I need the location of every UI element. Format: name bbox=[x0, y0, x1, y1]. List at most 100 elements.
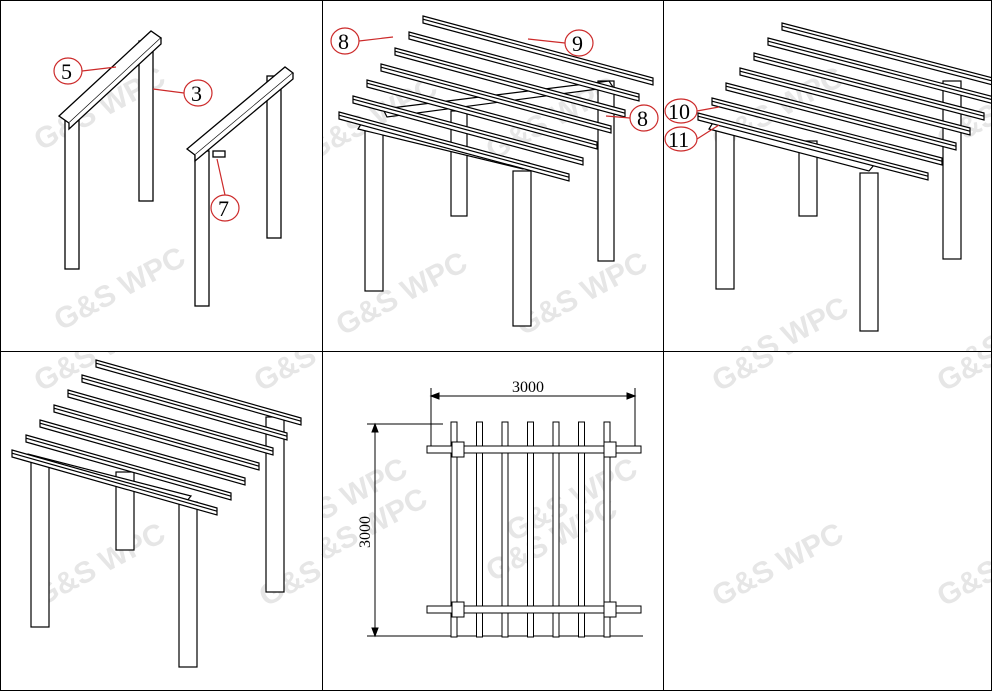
step-3-drawing: G&S WPC G&S WPC G&S WPC G&S WPC 10 11 bbox=[664, 22, 992, 352]
rafter-edge bbox=[394, 50, 626, 114]
post bbox=[266, 75, 282, 239]
plan-rafters bbox=[450, 421, 611, 638]
step-4-drawing: G&S WPC G&S WPC G&S WPC G&S WPC bbox=[11, 352, 323, 668]
rafter-edge bbox=[711, 100, 943, 162]
rafter-edge bbox=[11, 452, 218, 512]
plan-post bbox=[451, 601, 465, 618]
plan-post bbox=[603, 601, 617, 618]
arrowhead bbox=[429, 392, 440, 400]
post bbox=[798, 140, 818, 217]
rafters bbox=[11, 359, 302, 516]
post bbox=[194, 150, 210, 307]
panel-plan-view: G&S WPC G&S WPC G&S WPC G&S WPC bbox=[322, 351, 664, 691]
post bbox=[512, 170, 532, 327]
plan-rafter bbox=[476, 421, 483, 638]
plan-post bbox=[603, 441, 617, 458]
rafter-edge bbox=[781, 25, 991, 82]
post bbox=[364, 130, 384, 292]
rafter-edge bbox=[739, 70, 971, 132]
width-dimension-label: 3000 bbox=[512, 379, 544, 396]
leader-line bbox=[216, 158, 226, 196]
post bbox=[859, 172, 879, 332]
rafter-edge bbox=[408, 34, 640, 98]
rafter-edge bbox=[352, 98, 584, 162]
rafter-edge bbox=[67, 392, 274, 452]
watermark: G&S WPC bbox=[331, 246, 473, 342]
callout-label: 10 bbox=[668, 99, 690, 124]
callout-label: 11 bbox=[668, 127, 689, 152]
rafter-edge bbox=[25, 437, 232, 497]
leader-line bbox=[358, 36, 394, 42]
watermark: G&S WPC bbox=[29, 517, 171, 613]
rafter-edge bbox=[366, 82, 598, 146]
bracket bbox=[212, 150, 226, 158]
leader-line bbox=[696, 124, 720, 140]
watermark: G&S WPC bbox=[932, 517, 992, 613]
rafters bbox=[338, 15, 654, 182]
rafter-edge bbox=[767, 40, 991, 100]
callout-label: 7 bbox=[218, 196, 229, 221]
post bbox=[64, 118, 80, 270]
rafter-edge bbox=[725, 85, 957, 147]
rafter-edge bbox=[95, 362, 302, 422]
watermark: G&S WPC bbox=[707, 352, 849, 398]
rafter-edge bbox=[380, 66, 612, 130]
rafter-edge bbox=[39, 422, 246, 482]
depth-dimension-label: 3000 bbox=[357, 516, 374, 548]
panel-blank: G&S WPC G&S WPC G&S WPC G&S WPC bbox=[663, 351, 992, 691]
arrowhead bbox=[626, 392, 637, 400]
rafter-edge bbox=[81, 377, 288, 437]
leader-line bbox=[152, 88, 185, 94]
rafters bbox=[697, 22, 991, 181]
beam-side bbox=[194, 73, 294, 163]
watermark: G&S WPC bbox=[707, 517, 849, 613]
plan-post bbox=[451, 441, 465, 458]
watermark: G&S WPC bbox=[249, 352, 323, 398]
leader-line bbox=[81, 66, 117, 72]
plan-rafter bbox=[578, 421, 585, 638]
plan-rafter bbox=[552, 421, 560, 638]
post bbox=[30, 461, 50, 628]
post bbox=[138, 40, 154, 202]
post bbox=[178, 501, 198, 668]
callout-label: 5 bbox=[61, 59, 72, 84]
plan-beam bbox=[426, 445, 642, 454]
watermark: G&S WPC bbox=[511, 246, 653, 342]
plan-rafter bbox=[501, 421, 509, 638]
callout-label: 9 bbox=[572, 31, 583, 56]
beam-side bbox=[68, 38, 162, 131]
post bbox=[715, 128, 735, 290]
panel-step-4: G&S WPC G&S WPC G&S WPC G&S WPC bbox=[0, 351, 323, 691]
rafter-edge bbox=[753, 55, 985, 117]
plan-rafter bbox=[527, 421, 534, 638]
arrowhead bbox=[371, 627, 379, 638]
watermark: G&S WPC bbox=[932, 352, 992, 398]
step-2-drawing: G&S WPC G&S WPC G&S WPC G&S WPC 8 bbox=[323, 15, 659, 342]
arrowhead bbox=[371, 422, 379, 433]
rafter-edge bbox=[697, 115, 929, 177]
callout-label: 8 bbox=[338, 29, 349, 54]
leader-line bbox=[696, 106, 720, 112]
leader-line bbox=[527, 38, 566, 44]
panel-step-3: G&S WPC G&S WPC G&S WPC G&S WPC 10 11 bbox=[663, 0, 992, 352]
plan-rafter bbox=[603, 421, 611, 638]
rafter-edge bbox=[422, 18, 654, 82]
callout-label: 3 bbox=[191, 81, 202, 106]
watermark: G&S WPC bbox=[937, 291, 992, 352]
post bbox=[115, 471, 135, 551]
panel-step-2: G&S WPC G&S WPC G&S WPC G&S WPC 8 bbox=[322, 0, 664, 352]
plan-view-drawing: G&S WPC G&S WPC G&S WPC G&S WPC bbox=[323, 379, 643, 638]
rafter-edge bbox=[53, 407, 260, 467]
post bbox=[265, 416, 285, 593]
rafter-edge bbox=[338, 114, 570, 178]
watermark: G&S WPC bbox=[254, 517, 323, 613]
leader-line bbox=[605, 115, 631, 119]
panel-step-1: G&S WPC G&S WPC bbox=[0, 0, 323, 352]
plan-rafter bbox=[450, 421, 458, 638]
watermark: G&S WPC bbox=[712, 291, 854, 352]
step-1-drawing: G&S WPC G&S WPC bbox=[29, 30, 295, 337]
blank-panel-drawing: G&S WPC G&S WPC G&S WPC G&S WPC bbox=[707, 352, 992, 613]
plan-beam bbox=[426, 605, 642, 614]
callout-label: 8 bbox=[637, 106, 648, 131]
